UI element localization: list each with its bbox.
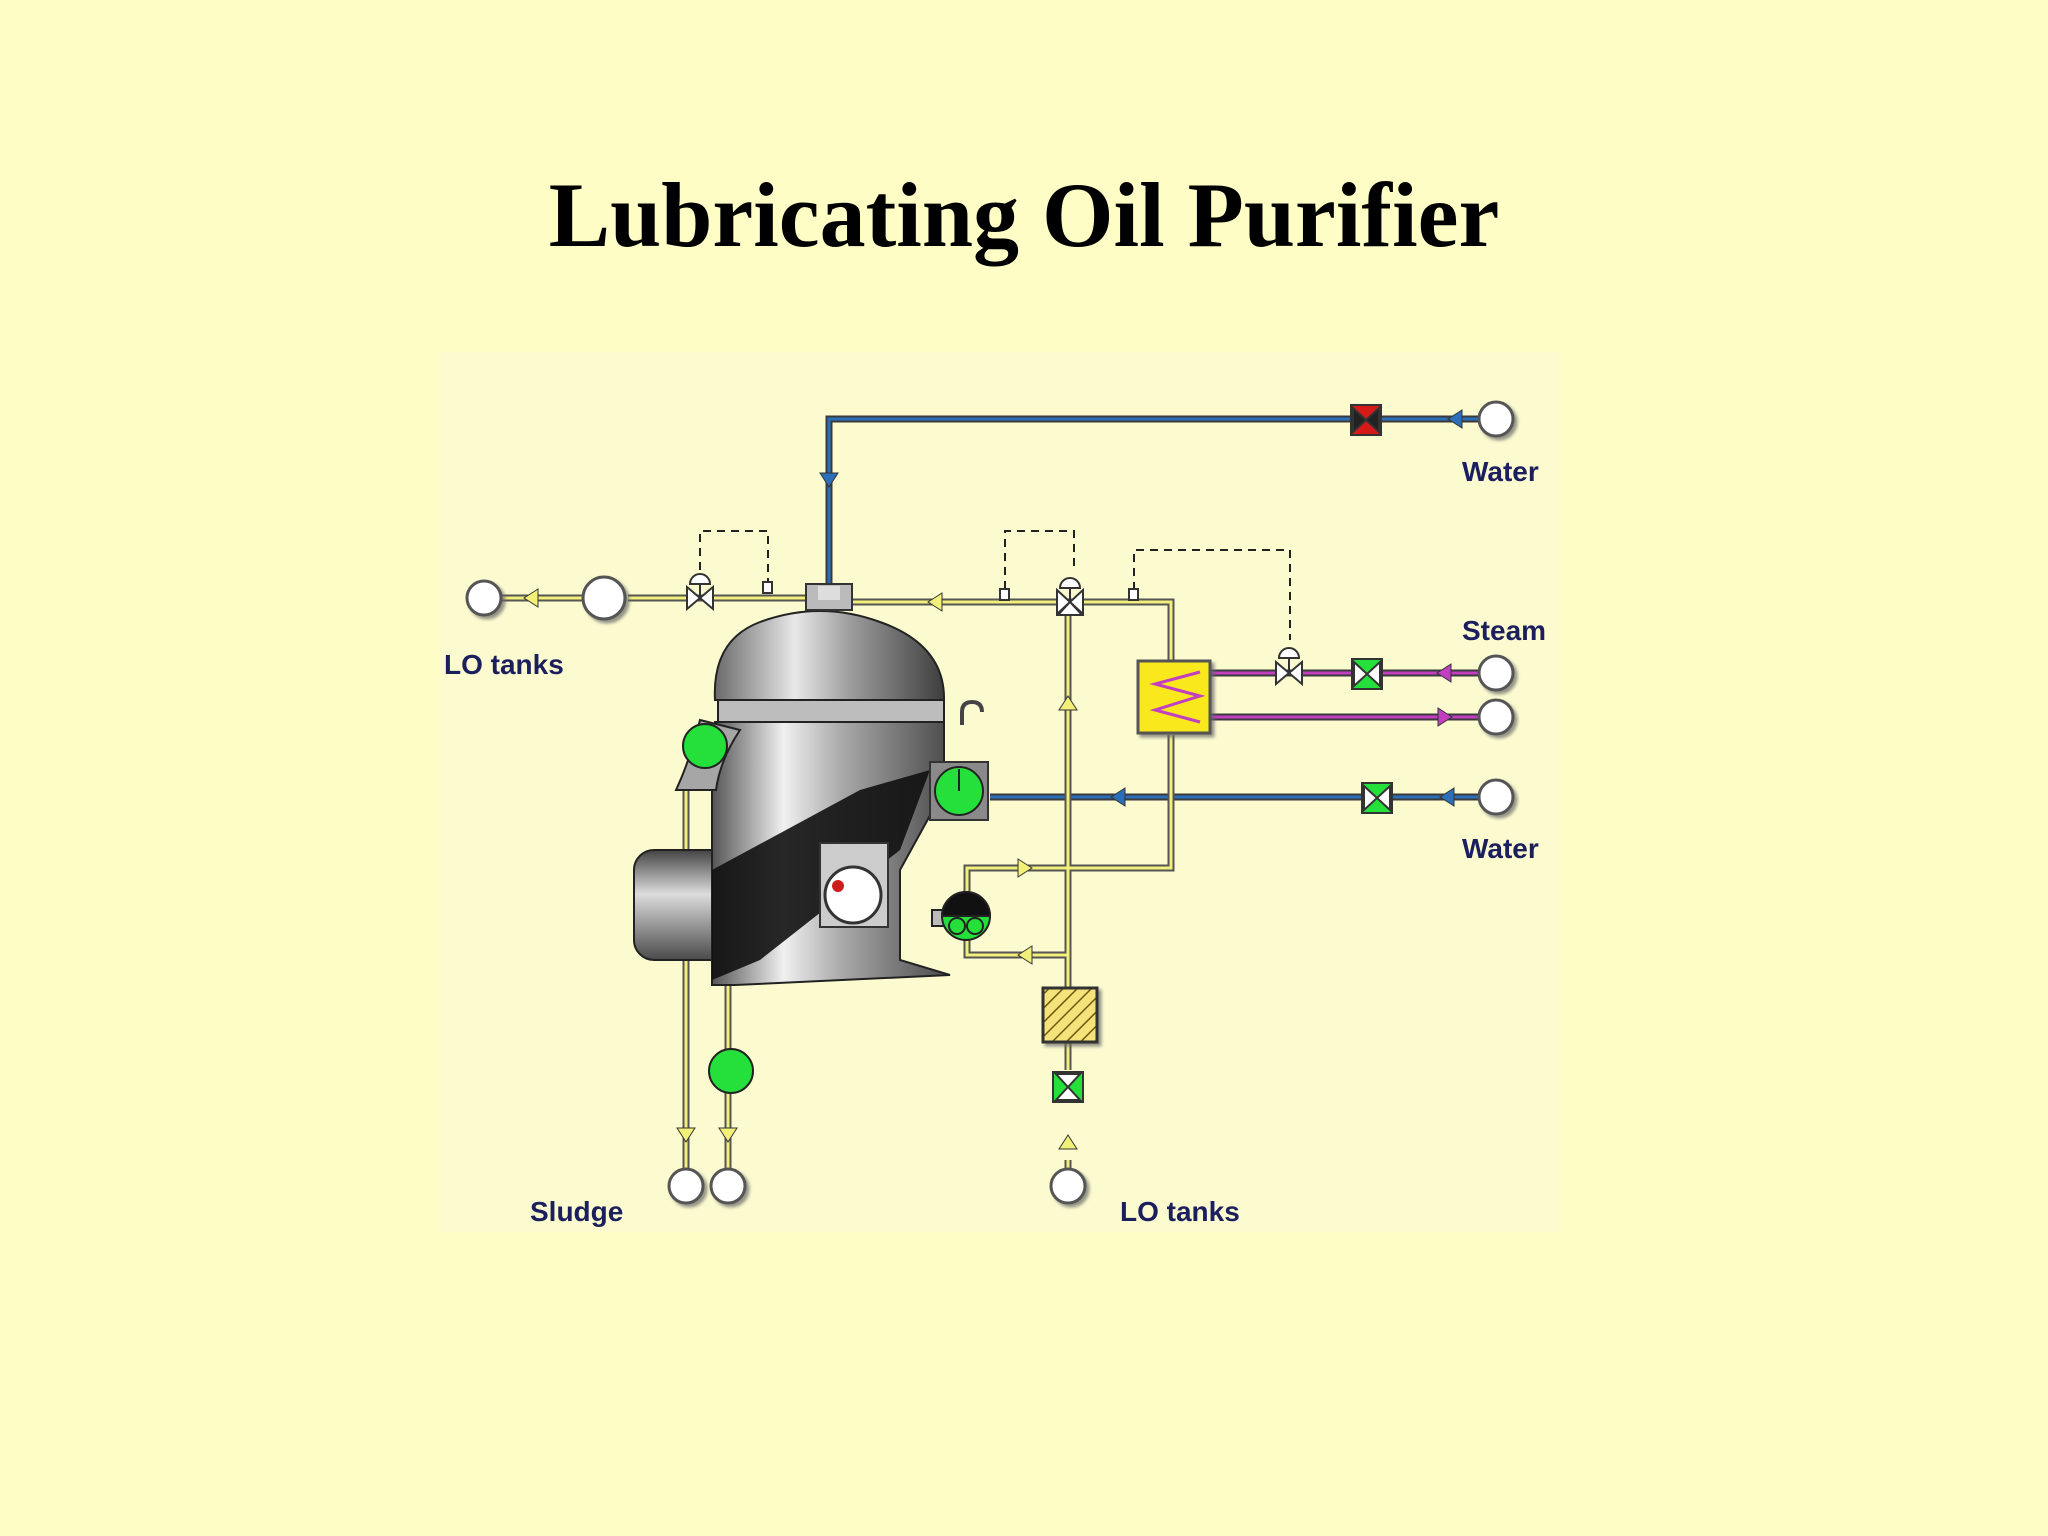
arrow-sludge-1 (676, 1127, 696, 1143)
arrow-oil-return (927, 592, 943, 612)
terminal-sludge-1 (667, 1167, 705, 1205)
arrow-oil-up (1058, 695, 1078, 711)
arrow-oil-out-left (523, 588, 539, 608)
steam-control-valve (1275, 647, 1303, 687)
terminals (465, 400, 1515, 1205)
arrow-steam-in (1436, 663, 1452, 683)
arrow-water-top-in (1447, 409, 1463, 429)
arrow-oil-to-pump (1017, 858, 1033, 878)
label-lo-tanks-inlet: LO tanks (1120, 1196, 1240, 1227)
terminal-steam-in (1477, 654, 1515, 692)
terminal-lo-tanks-in (1049, 1167, 1087, 1205)
oil-inlet-valve-open (1052, 1071, 1084, 1103)
terminal-lo-tanks-out (465, 579, 503, 617)
control-lines (699, 530, 1291, 640)
three-way-valve (1055, 577, 1085, 617)
label-steam: Steam (1462, 615, 1546, 646)
oil-filter (1041, 986, 1099, 1044)
water-right-valve-open (1361, 782, 1393, 814)
page-title: Lubricating Oil Purifier (548, 164, 1500, 266)
terminal-water-right (1477, 778, 1515, 816)
pressure-gauge (823, 865, 883, 925)
arrow-sludge-2 (718, 1127, 738, 1143)
steam-heater (1136, 659, 1212, 735)
feed-pump (931, 891, 992, 941)
arrow-water-right-in (1439, 787, 1455, 807)
separator-dome (713, 610, 946, 701)
label-lo-tanks-outlet: LO tanks (444, 649, 564, 680)
terminal-steam-out (1477, 698, 1515, 736)
indicator-sludge-outlet (682, 723, 728, 769)
vent-hook (960, 699, 984, 725)
separator-unit (633, 583, 984, 986)
oil-outlet-control-valve (686, 573, 714, 612)
arrow-oil-inlet-up (1058, 1134, 1078, 1150)
arrow-water-to-purifier (1110, 787, 1126, 807)
label-water-right: Water (1462, 833, 1539, 864)
water-pipes (825, 415, 1496, 801)
flow-arrows (523, 409, 1463, 1150)
arrow-steam-out (1437, 707, 1453, 727)
terminal-water-top (1477, 400, 1515, 438)
label-sludge: Sludge (530, 1196, 623, 1227)
label-water-top: Water (1462, 456, 1539, 487)
indicator-sludge-pump (708, 1048, 754, 1094)
arrow-oil-recirc (1017, 945, 1033, 965)
sensor-taps (762, 581, 1139, 601)
terminal-sludge-2 (709, 1167, 747, 1205)
arrow-water-down (819, 472, 839, 488)
water-top-valve-closed (1350, 404, 1382, 436)
terminal-lo-outlet-pump (581, 575, 627, 621)
steam-valve-open (1351, 658, 1383, 690)
valves (686, 404, 1393, 1103)
status-indicators (682, 723, 989, 1094)
